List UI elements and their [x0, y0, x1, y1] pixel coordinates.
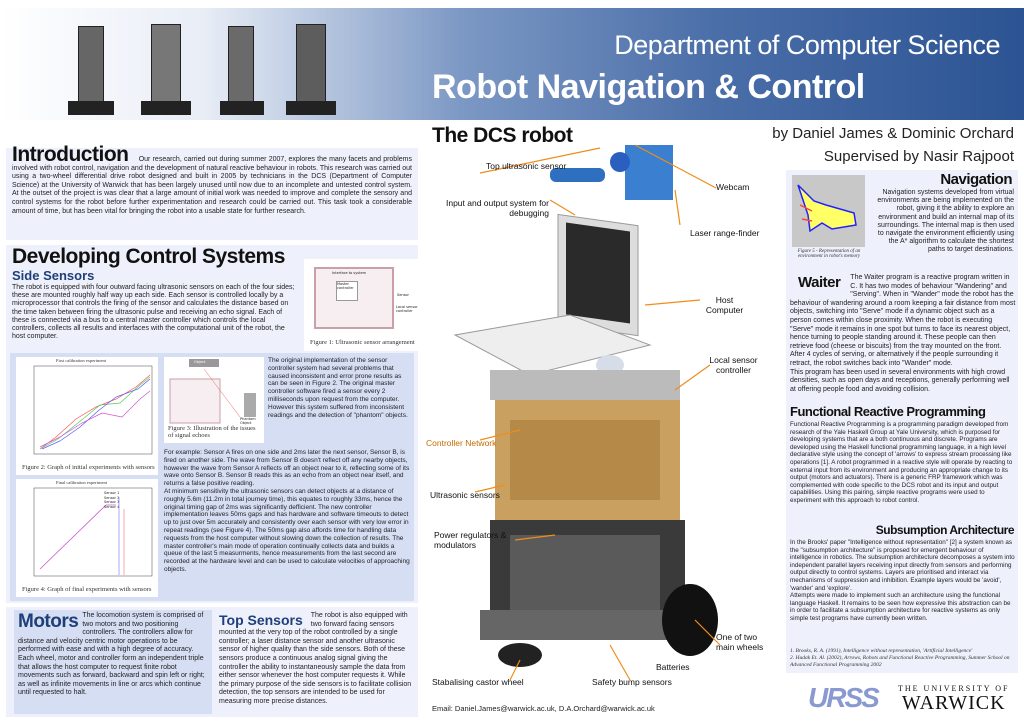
figure-2-graph [33, 365, 153, 455]
motors-topsensors-panel: Motors The locomotion system is comprise… [6, 607, 418, 717]
label-ultrasonic-sensors: Ultrasonic sensors [430, 490, 500, 500]
motors-text: The locomotion system is comprised of tw… [18, 612, 205, 697]
developing-heading: Developing Control Systems [12, 245, 285, 268]
sensor-details-box: First calibration experiment Figure 2: G… [10, 353, 414, 601]
authors: by Daniel James & Dominic Orchard Superv… [772, 122, 1014, 168]
label-webcam: Webcam [716, 182, 750, 192]
phantom-example-text: For example: Sensor A fires on one side … [164, 449, 410, 573]
robot-illustration [453, 144, 721, 681]
motors-heading: Motors [18, 611, 79, 632]
fig1-label: Local sensor controller [396, 305, 418, 313]
label-castor-wheel: Stabalising castor wheel [432, 677, 524, 687]
header-banner: Department of Computer Science Robot Nav… [0, 8, 1024, 120]
author-names: by Daniel James & Dominic Orchard [772, 125, 1014, 142]
top-sensors-box: Top Sensors The robot is also equipped w… [216, 610, 416, 709]
fig3-label: Phantom Object [240, 417, 256, 425]
introduction-text: Our research, carried out during summer … [12, 156, 412, 215]
label-controller-network: Controller Network [426, 438, 497, 448]
label-power-regulators: Power regulators & modulators [434, 530, 507, 550]
right-panel: Figure 5 - Representation of an environm… [786, 170, 1018, 673]
figure-3-diagram [169, 359, 256, 424]
subsumption-heading: Subsumption Architecture [875, 523, 1015, 537]
figure-4-graph [33, 487, 153, 577]
fig1-label: Interface to system [332, 271, 367, 275]
figure-4-title: Final calibration experiment [56, 480, 107, 485]
label-main-wheels: One of two main wheels [716, 632, 764, 652]
warwick-logo: THE UNIVERSITY OF WARWICK [898, 684, 1010, 714]
fig1-label: Sensor [397, 293, 409, 297]
frp-text: Functional Reactive Programming is a pro… [790, 421, 1013, 504]
developing-panel: Developing Control Systems Side Sensors … [6, 245, 418, 603]
figure-2: First calibration experiment Figure 2: G… [16, 357, 158, 475]
label-batteries: Batteries [656, 662, 690, 672]
waiter-heading: Waiter [798, 274, 841, 291]
introduction-heading: Introduction [12, 143, 129, 166]
navigation-text: Navigation systems developed from virtua… [877, 189, 1014, 254]
department-name: Department of Computer Science [614, 30, 1000, 60]
figure-2-caption: Figure 2: Graph of initial experiments w… [22, 464, 155, 471]
label-bump-sensors: Safety bump sensors [592, 677, 672, 687]
side-sensors-text: The robot is equipped with four outward … [12, 284, 295, 341]
master-controller-box: Master controller [336, 281, 358, 301]
subsumption-text: In the Brooks' paper "Intelligence witho… [790, 539, 1015, 622]
label-top-sensor: Top ultrasonic sensor [486, 161, 567, 171]
figure-4-caption: Figure 4: Graph of final experiments wit… [22, 586, 152, 593]
top-sensors-heading: Top Sensors [219, 612, 303, 628]
figure-2-title: First calibration experiment [56, 358, 106, 363]
navigation-map-figure [792, 175, 865, 247]
waiter-text: The Waiter program is a reactive program… [790, 274, 1016, 367]
environment-map [797, 184, 857, 233]
email-link[interactable]: Email: Daniel.James@warwick.ac.uk, D.A.O… [432, 704, 655, 713]
robot-heading: The DCS robot [432, 124, 573, 147]
sensor-problem-text: The original implementation of the senso… [268, 357, 408, 419]
reference-2: 2. Hudak Et. Al. (2002), Arrows, Robots … [790, 655, 1010, 668]
navigation-heading: Navigation [940, 171, 1012, 188]
label-io-system: Input and output system for debugging [445, 198, 549, 218]
waiter-text-2: This program has been used in several en… [790, 368, 1010, 393]
figure-1-caption: Figure 1: Ultrasonic sensor arrangement [310, 339, 415, 346]
top-sensors-text: The robot is also equipped with two forw… [219, 612, 412, 705]
references: 1. Brooks, R. A. (1991), Intelligence wi… [790, 648, 1016, 669]
figure-3: Object Phantom Object Figure 3: Illustra… [164, 357, 264, 443]
motors-box: Motors The locomotion system is comprise… [14, 610, 212, 714]
frp-heading: Functional Reactive Programming [790, 404, 986, 419]
label-laser: Laser range-finder [690, 228, 760, 238]
urss-logo: URSS [808, 682, 880, 713]
figure-3-caption: Figure 3: Illustration of the issues of … [168, 425, 256, 439]
supervisor: Supervised by Nasir Rajpoot [823, 148, 1014, 165]
reference-1: 1. Brooks, R. A. (1991), Intelligence wi… [790, 648, 973, 654]
label-host-computer: Host Computer [705, 295, 744, 315]
side-sensors-heading: Side Sensors [12, 268, 95, 283]
robot-photo: Top ultrasonic sensor Webcam Input and o… [420, 140, 780, 710]
fig3-label: Object [194, 360, 206, 364]
navigation-figure-caption: Figure 5 - Representation of an environm… [797, 249, 861, 259]
waiter-section: Waiter The Waiter program is a reactive … [790, 274, 1016, 394]
label-local-controller: Local sensor controller [709, 355, 758, 375]
poster-title: Robot Navigation & Control [432, 68, 865, 106]
introduction-panel: Introduction Our research, carried out d… [6, 144, 418, 240]
figure-1: Master controller Interface to system Se… [304, 259, 418, 351]
